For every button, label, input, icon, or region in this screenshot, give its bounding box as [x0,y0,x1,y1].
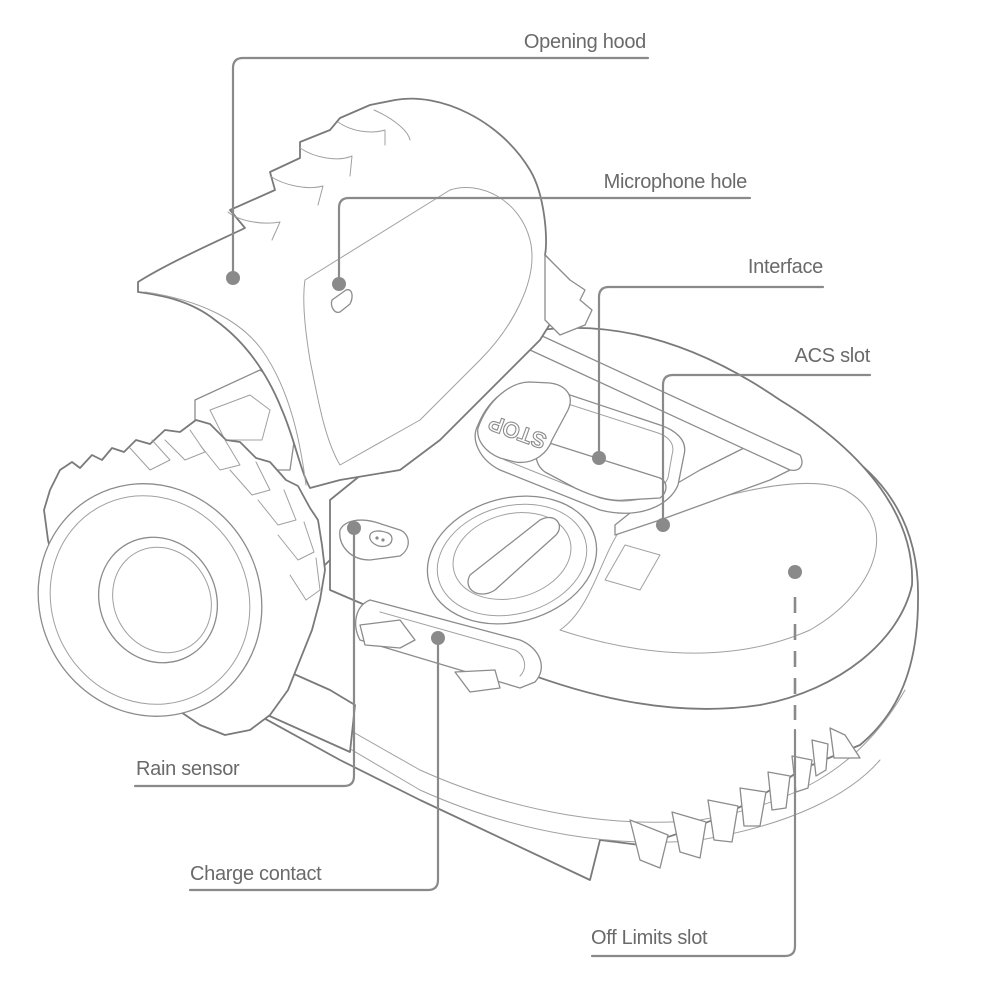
label-off-limits-slot: Off Limits slot [591,927,708,949]
leader-opening-hood [226,56,650,285]
leader-charge-contact [188,631,445,892]
hood-base-detail [209,394,271,441]
front-wheel-tread [544,254,593,336]
label-interface: Interface [748,256,823,278]
microphone-hole-shape [330,289,353,313]
callout-leaders [133,56,872,958]
top-cover-panel [559,483,878,654]
label-opening-hood: Opening hood [524,31,646,53]
leader-off-limits-slot [590,565,802,958]
callout-labels: Opening hood Microphone hole Interface A… [136,31,871,949]
hood-cover-panel [303,186,533,466]
label-microphone-hole: Microphone hole [604,171,748,193]
interface-panel: STOP [474,381,686,514]
front-teeth-row [629,727,861,869]
interface-screen [535,439,667,501]
leader-acs-slot [656,373,872,532]
stop-button: STOP [477,381,571,464]
height-adjust-dial [426,495,598,625]
acs-slot-lower [604,544,661,591]
rear-wheel [37,419,326,736]
label-charge-contact: Charge contact [190,863,322,885]
mower-illustration: STOP [37,97,919,881]
label-rain-sensor: Rain sensor [136,758,240,780]
charge-contact-block [355,599,542,693]
leader-microphone-hole [332,196,752,291]
leader-interface [592,285,825,465]
label-acs-slot: ACS slot [795,345,871,367]
leader-rain-sensor [133,521,361,788]
